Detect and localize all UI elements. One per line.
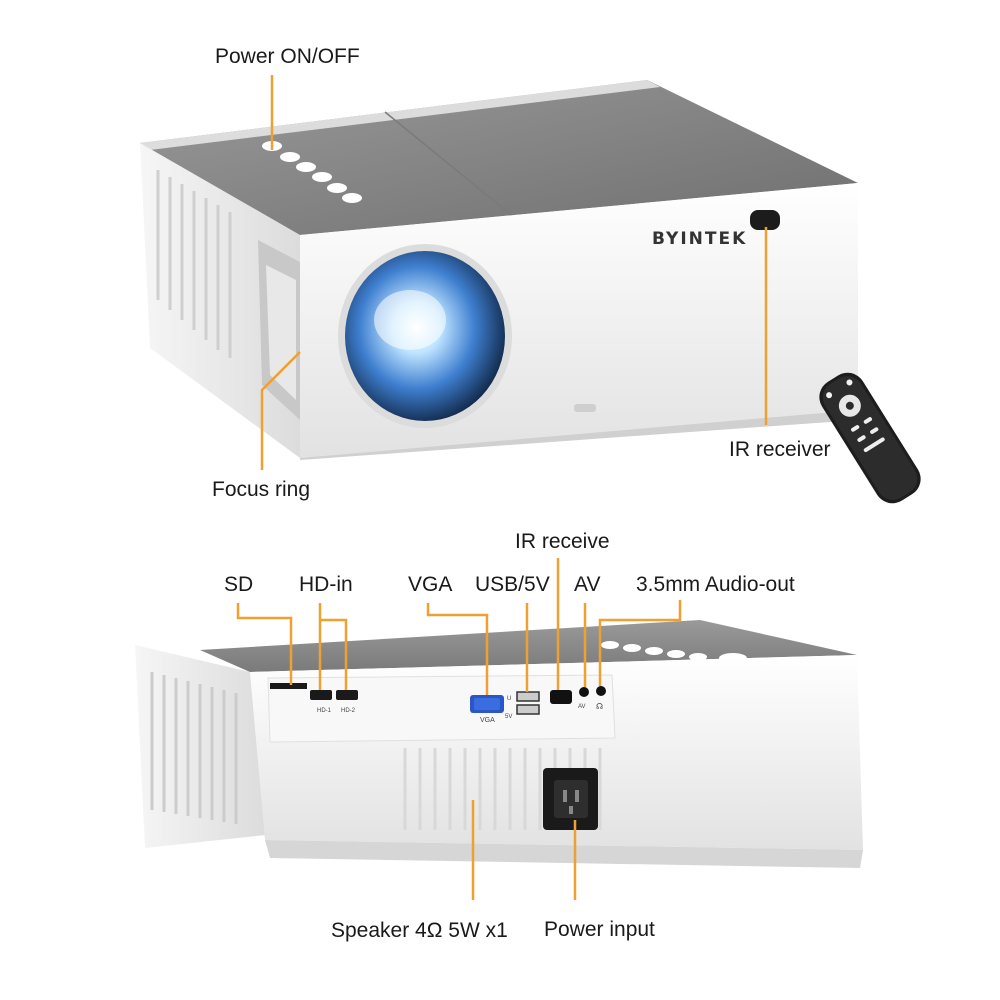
vga-port-label: VGA bbox=[480, 717, 495, 724]
usb-port-bottom bbox=[516, 704, 540, 715]
callout-line-focus bbox=[260, 351, 301, 470]
side-vents bbox=[156, 170, 232, 358]
usb-port-label-top: U bbox=[507, 696, 511, 702]
speaker-label: Speaker 4Ω 5W x1 bbox=[331, 919, 508, 942]
usb-5v-label: USB/5V bbox=[475, 573, 550, 596]
power-onoff-label: Power ON/OFF bbox=[215, 45, 360, 68]
ir-receive-window bbox=[550, 690, 572, 704]
ir-receiver-window bbox=[750, 210, 780, 230]
headphone-icon: ☊ bbox=[596, 702, 603, 711]
audio-out-jack bbox=[596, 686, 606, 696]
callout-line-hdin-2 bbox=[320, 618, 348, 690]
projector-left-side bbox=[140, 143, 300, 458]
usb-port-label-bottom: 5V bbox=[505, 714, 512, 720]
focus-ring-label: Focus ring bbox=[212, 478, 311, 501]
hd2-port-label: HD-2 bbox=[341, 708, 356, 714]
av-label: AV bbox=[574, 573, 601, 596]
vga-label: VGA bbox=[408, 573, 453, 596]
ir-receive-label: IR receive bbox=[515, 530, 610, 553]
audio-out-label: 3.5mm Audio-out bbox=[636, 573, 795, 596]
sd-card-slot bbox=[270, 683, 307, 689]
callout-lines bbox=[236, 75, 768, 900]
brand-logo: BYINTEK bbox=[652, 229, 747, 249]
callout-line-audio bbox=[598, 600, 682, 686]
av-jack bbox=[579, 687, 589, 697]
usb-port-top bbox=[516, 691, 540, 702]
projector-lens bbox=[338, 244, 512, 428]
hdmi-port-2 bbox=[336, 690, 358, 700]
projector-front-view: BYINTEK bbox=[140, 80, 858, 460]
hdmi-port-1 bbox=[310, 690, 332, 700]
callout-line-vga bbox=[426, 603, 489, 695]
ir-receiver-label: IR receiver bbox=[729, 438, 831, 461]
remote-control bbox=[819, 372, 921, 504]
hd1-port-label: HD-1 bbox=[317, 708, 332, 714]
callout-line-sd bbox=[236, 603, 293, 685]
power-input-label: Power input bbox=[544, 918, 655, 941]
back-control-buttons bbox=[601, 641, 747, 663]
back-side-vents bbox=[150, 672, 238, 824]
projector-base-shadow bbox=[300, 410, 858, 460]
projector-top-panel bbox=[140, 80, 858, 235]
sd-label: SD bbox=[224, 573, 254, 596]
projector-back-view: HD-1 HD-2 VGA U 5V AV ☊ bbox=[135, 620, 863, 868]
av-port-label: AV bbox=[578, 704, 586, 710]
speaker-grille bbox=[403, 748, 602, 830]
hd-in-label: HD-in bbox=[299, 573, 353, 596]
